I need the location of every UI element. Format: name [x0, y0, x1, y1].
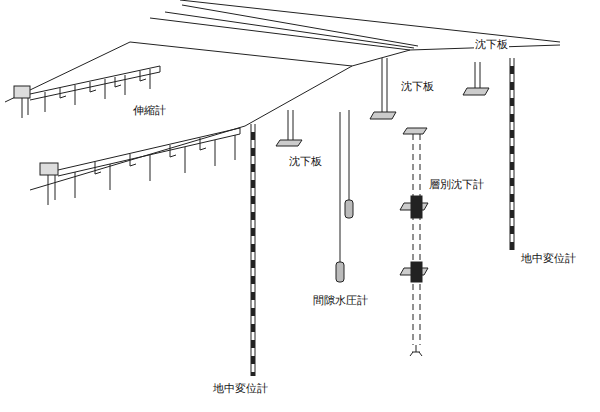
layered-settlement-label: 層別沈下計 [428, 178, 485, 191]
inclinometer [253, 58, 512, 376]
pore-pressure-gauge [336, 110, 353, 282]
pore-pressure-label: 間隙水圧計 [312, 294, 369, 307]
settlement-plate-label: 沈下板 [288, 155, 323, 168]
layered-settlement-meter [400, 128, 428, 356]
settlement-plate [276, 110, 302, 146]
extensometer-label: 伸縮計 [132, 104, 167, 117]
inclinometer-label: 地中変位計 [520, 252, 577, 265]
settlement-plate [370, 58, 396, 119]
inclinometer-label: 地中変位計 [212, 382, 269, 395]
settlement-plate [463, 62, 489, 95]
settlement-plate-label: 沈下板 [474, 38, 509, 51]
extensometer [40, 128, 240, 205]
settlement-plate-label: 沈下板 [400, 80, 435, 93]
